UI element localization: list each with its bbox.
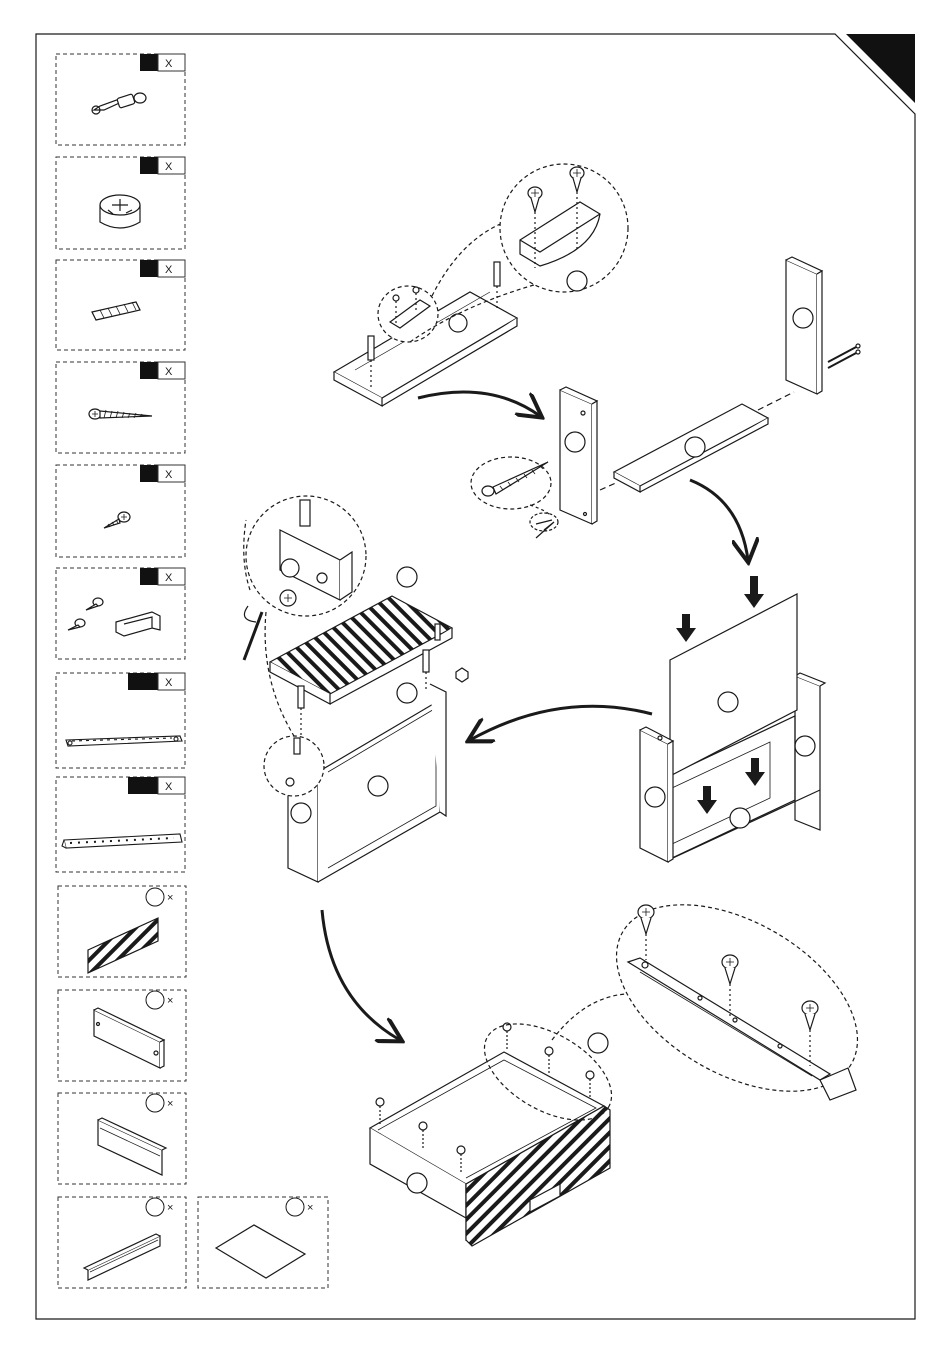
part-panel: X <box>56 465 185 557</box>
qty-label: X <box>165 469 173 481</box>
part-panel: X <box>56 260 185 350</box>
short-screw-icon <box>104 512 130 528</box>
wood-dowel-icon <box>92 302 140 320</box>
part-panel: × <box>58 1093 186 1184</box>
qty-label: X <box>165 677 173 689</box>
qty-label: X <box>165 572 173 584</box>
part-panel: × <box>58 1197 186 1288</box>
qty-label: × <box>307 1202 313 1214</box>
qty-label: × <box>167 995 173 1007</box>
part-panel: X <box>56 568 185 659</box>
step-arrow <box>418 392 540 416</box>
part-panel: X <box>56 777 185 872</box>
part-panel: X <box>56 54 185 145</box>
step3-back-insert <box>640 576 825 862</box>
step5-finished-drawer <box>370 866 889 1246</box>
screw-icon <box>828 344 860 368</box>
part-panel: × <box>58 990 186 1081</box>
step-arrow <box>322 910 400 1040</box>
part-panel: X <box>56 362 185 453</box>
hardware-parts-list: X X X <box>56 54 185 872</box>
qty-label: X <box>165 161 173 173</box>
step4-drawer-front <box>244 496 468 882</box>
drawer-front-icon <box>88 918 158 973</box>
long-screw-icon <box>89 409 152 419</box>
board-parts-list: × × × <box>58 886 328 1288</box>
qty-label: X <box>165 264 173 276</box>
qty-label: X <box>165 58 173 70</box>
back-panel-icon <box>98 1118 166 1175</box>
corner-tab <box>846 34 915 103</box>
qty-label: × <box>167 1098 173 1110</box>
drawer-slide-icon <box>66 736 182 746</box>
base-strip-icon <box>84 1234 160 1280</box>
cam-lock-icon <box>100 195 140 228</box>
part-panel: × <box>58 886 186 977</box>
step-arrow <box>470 706 652 740</box>
qty-label: X <box>165 366 173 378</box>
part-panel: X <box>56 673 185 768</box>
qty-label: × <box>167 892 173 904</box>
part-panel: × <box>198 1197 328 1288</box>
cam-bolt-icon <box>92 93 146 114</box>
bottom-board-icon <box>216 1225 305 1278</box>
side-panel-icon <box>94 1008 164 1068</box>
step-arrow <box>690 480 748 560</box>
part-panel: X <box>56 157 185 249</box>
step1-back-panel-assembly <box>334 164 628 406</box>
step2-frame-assembly <box>471 257 860 538</box>
drawer-runner-icon <box>62 834 182 848</box>
handle-set-icon <box>68 598 160 636</box>
qty-label: X <box>165 781 173 793</box>
qty-label: × <box>167 1202 173 1214</box>
